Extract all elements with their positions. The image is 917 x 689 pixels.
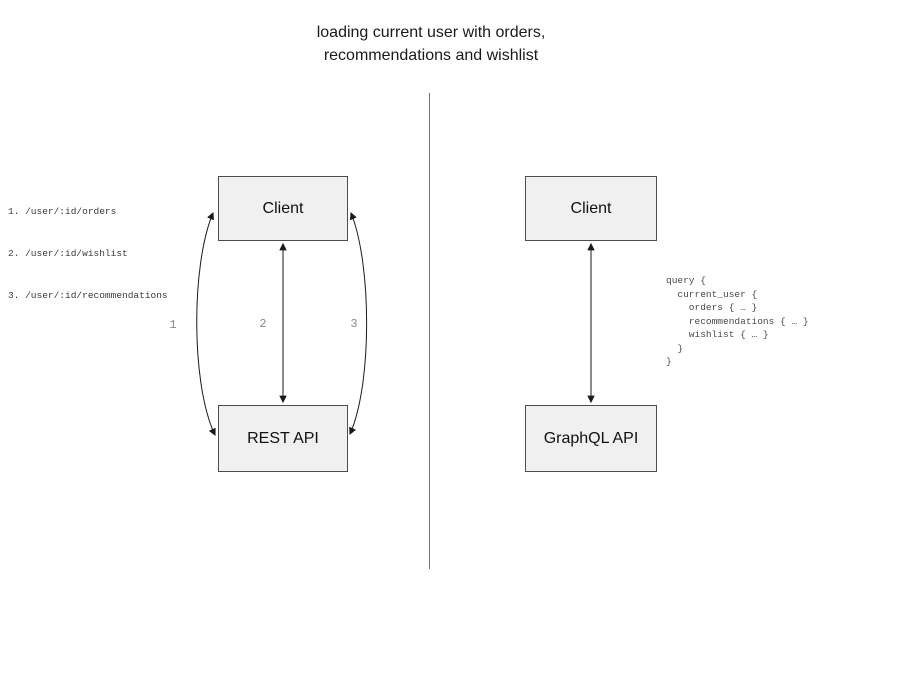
client-node-left-label: Client	[262, 199, 304, 217]
arrow-label-2: 2	[259, 317, 267, 331]
rest-endpoint-item: 1. /user/:id/orders	[8, 206, 117, 217]
rest-endpoint-item: 3. /user/:id/recommendations	[8, 290, 168, 301]
rest-endpoint-item: 2. /user/:id/wishlist	[8, 248, 128, 259]
client-node-right: Client	[525, 176, 657, 241]
arrow-label-1: 1	[169, 318, 177, 332]
graphql-api-node-label: GraphQL API	[543, 429, 639, 447]
divider-line	[429, 93, 430, 569]
client-node-left: Client	[218, 176, 348, 241]
rest-api-node-label: REST API	[247, 429, 319, 447]
rest-api-node: REST API	[218, 405, 348, 472]
graphql-query-snippet: query { current_user { orders { … } reco…	[666, 275, 809, 367]
arrow-1-curve	[196, 211, 216, 437]
arrow-label-3: 3	[350, 317, 358, 331]
client-node-right-label: Client	[570, 199, 612, 217]
rest-endpoint-list: 1. /user/:id/orders 2. /user/:id/wishlis…	[8, 177, 168, 317]
page-title: loading current user with orders, recomm…	[316, 24, 546, 64]
graphql-api-node: GraphQL API	[525, 405, 657, 472]
